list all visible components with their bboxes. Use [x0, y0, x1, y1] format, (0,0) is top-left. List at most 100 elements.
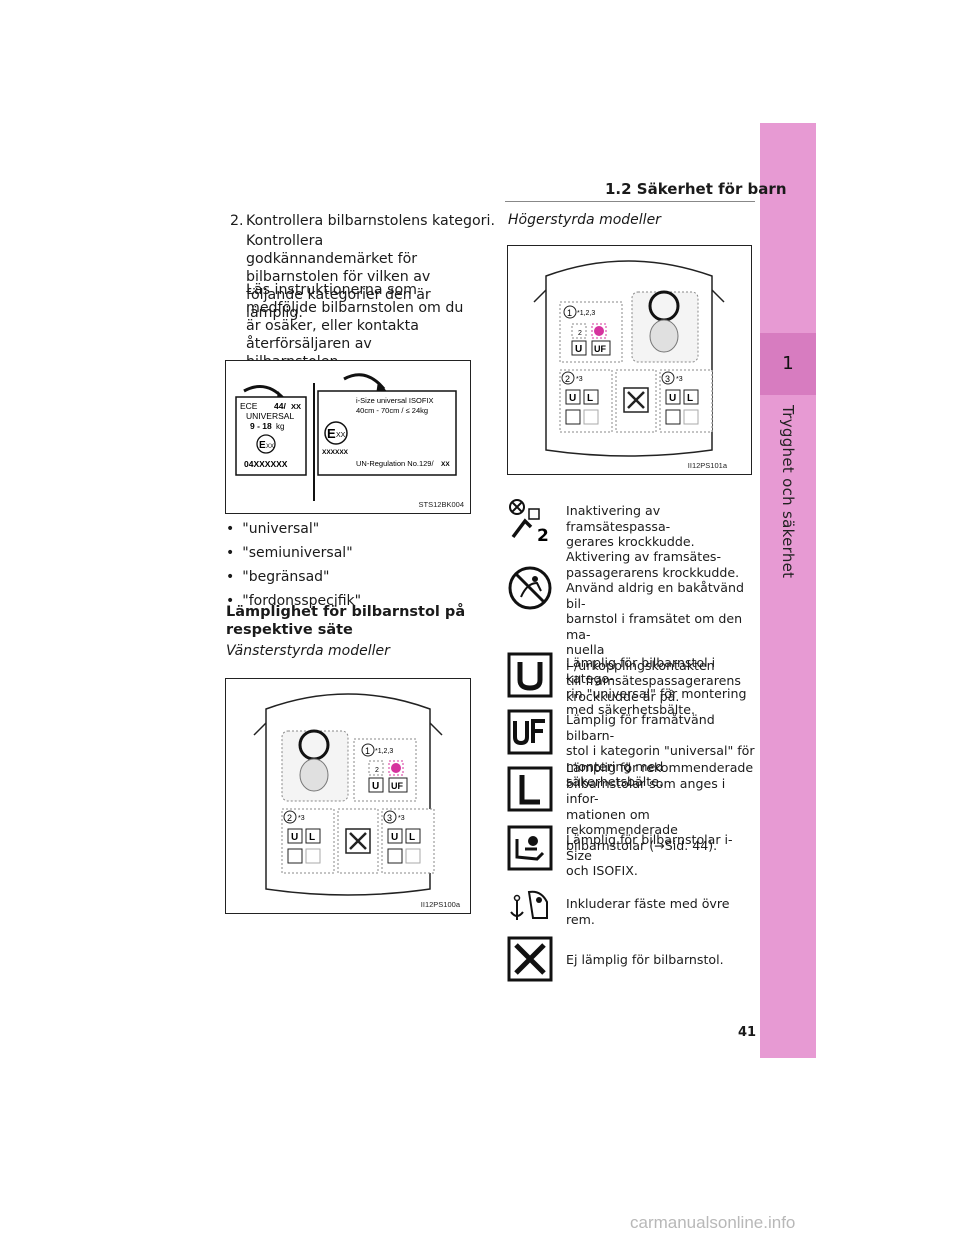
ece-text: ECE	[240, 401, 258, 411]
seat2-u-text: U	[569, 393, 576, 404]
seat2-u-badge	[287, 828, 303, 844]
seat1-badge-circle	[563, 305, 577, 319]
airbag-on-warning-icon	[508, 566, 552, 610]
lhd-seat-diagram: 1 *1,2,3 2 U UF 2 *3 U L 3 *3 U L	[253, 693, 443, 896]
mirror-icon	[253, 722, 443, 736]
universal-u-icon	[507, 652, 553, 698]
approval-code-2: XXXXXX	[322, 449, 349, 456]
airbag-off-two: 2	[537, 526, 549, 543]
legend-text-isize: Lämplig för bilbarnstolar i-Size och ISO…	[566, 832, 733, 878]
driver-icon	[649, 319, 679, 353]
chapter-title: Trygghet och säkerhet	[779, 405, 797, 579]
seat2-badge-circle	[561, 371, 575, 385]
watermark: carmanualsonline.info	[630, 1213, 796, 1232]
seat3-u-text: U	[669, 393, 676, 404]
legend-text-not-suitable: Ej lämplig för bilbarnstol.	[566, 952, 724, 967]
paragraph-1: Kontrollera godkännandemärket för bilbar…	[246, 233, 431, 321]
regulation-text: UN-Regulation No.129/	[356, 459, 434, 468]
seat1-note: *1,2,3	[375, 748, 393, 755]
suitability-heading: Lämplighet för bilbarnstol på respektive…	[226, 604, 466, 638]
e-mark-text: E	[259, 440, 266, 451]
range-text: 40cm - 70cm / ≤ 24kg	[356, 406, 428, 415]
paragraph-2: Läs instruktionerna som medföljde bilbar…	[246, 282, 464, 370]
seat1-airbag-on-icon	[591, 323, 607, 339]
seat1-u-text: U	[372, 781, 379, 792]
lhd-subheading: Vänsterstyrda modeller	[226, 643, 390, 659]
seat1-number: 1	[365, 746, 370, 756]
seat2-l-text: L	[587, 393, 593, 404]
seat3-badge-circle	[383, 810, 397, 824]
divider-line	[313, 383, 315, 501]
category-fordonsspecifik: "fordonsspecifik"	[226, 592, 486, 610]
driver-icon	[299, 758, 329, 792]
legend-text-restricted: Lämplig för rekommenderade bilbarnstolar…	[566, 760, 754, 853]
seat1-airbag-pink-icon	[391, 763, 401, 773]
legend-text-universal: Lämplig för bilbarnstol i katego- rin "u…	[566, 655, 747, 717]
step-number: 2.	[230, 213, 244, 229]
seat1-airbag-off-icon	[571, 323, 587, 339]
seat3-l-badge	[405, 828, 421, 844]
seat1-airbag-on-icon	[388, 760, 404, 776]
seat3-note: *3	[676, 376, 683, 383]
regulation-xx: XX	[441, 461, 450, 468]
seat2-isize-icon	[565, 409, 581, 425]
chapter-number-box: 1	[760, 333, 816, 395]
seat3-number: 3	[665, 374, 670, 384]
seat3-l-text: L	[409, 832, 415, 843]
figure-code: II12PS100a	[420, 900, 460, 909]
universal-forward-uf-icon	[507, 709, 553, 755]
seat3-u-badge	[665, 389, 681, 405]
seat1-uf-text: UF	[391, 781, 403, 791]
page-number: 41	[738, 1025, 757, 1040]
rhd-seating-figure: 1 *1,2,3 2 U UF 2 *3 U L 3 *3 U L	[507, 245, 752, 475]
chapter-title-box: Trygghet och säkerhet	[760, 405, 816, 585]
approval-code-1: 04XXXXXX	[244, 459, 288, 469]
seat1-two: 2	[375, 767, 379, 774]
approval-label-illustration: ECE 44/ XX UNIVERSAL 9 - 18 kg E XX 04XX…	[235, 373, 457, 501]
seat2-tether-icon	[583, 409, 599, 425]
seat3-u-badge	[387, 828, 403, 844]
seat2-l-badge	[583, 389, 599, 405]
seat2-u-text: U	[291, 832, 298, 843]
restricted-l-icon	[507, 766, 553, 812]
ece-44-text: 44/	[274, 401, 286, 411]
seat2-l-text: L	[309, 832, 315, 843]
isize-label-box	[317, 390, 457, 476]
seat2-l-badge	[305, 828, 321, 844]
legend-text-airbag-on: Aktivering av framsätes- passagerarens k…	[566, 549, 744, 704]
seat3-badge-circle	[661, 371, 675, 385]
seat1-u-text: U	[575, 344, 582, 355]
seat1-uf-badge	[591, 340, 611, 356]
top-tether-icon	[510, 890, 548, 920]
seat1-u-badge	[368, 777, 384, 793]
category-universal: "universal"	[226, 520, 486, 538]
seat1-airbag-pink-icon	[594, 326, 604, 336]
seat2-note: *3	[576, 376, 583, 383]
seat2-u-badge	[565, 389, 581, 405]
seat3-number: 3	[387, 813, 392, 823]
figure-code: STS12BK004	[418, 500, 464, 509]
header-rule	[505, 201, 755, 202]
seat3-tether-icon	[683, 409, 699, 425]
seat3-l-text: L	[687, 393, 693, 404]
seat1-uf-text: UF	[594, 344, 606, 354]
rhd-subheading: Högerstyrda modeller	[508, 212, 661, 228]
isize-isofix-icon	[507, 825, 553, 871]
seat2-number: 2	[565, 374, 570, 384]
seat1-two: 2	[578, 330, 582, 337]
approval-label-figure: ECE 44/ XX UNIVERSAL 9 - 18 kg E XX 04XX…	[225, 360, 471, 514]
kg-text: kg	[276, 422, 284, 431]
seat2-tether-icon	[305, 848, 321, 864]
seat1-airbag-off-icon	[368, 760, 384, 776]
e-mark-2-circle-icon	[324, 421, 348, 445]
legend-text-airbag-off: Inaktivering av framsätespassa- gerares …	[566, 503, 695, 549]
e-mark-2-text: E	[327, 426, 336, 441]
legend-text-universal-forward: Lämplig för framåtvänd bilbarn- stol i k…	[566, 712, 755, 789]
seat3-tether-icon	[405, 848, 421, 864]
seat2-note: *3	[298, 815, 305, 822]
legend-text-top-tether: Inkluderar fäste med övre rem.	[566, 896, 730, 927]
section-header: 1.2 Säkerhet för barn	[605, 180, 787, 198]
e-mark-2-sub: XX	[336, 432, 346, 439]
seat2-number: 2	[287, 813, 292, 823]
seat3-note: *3	[398, 815, 405, 822]
